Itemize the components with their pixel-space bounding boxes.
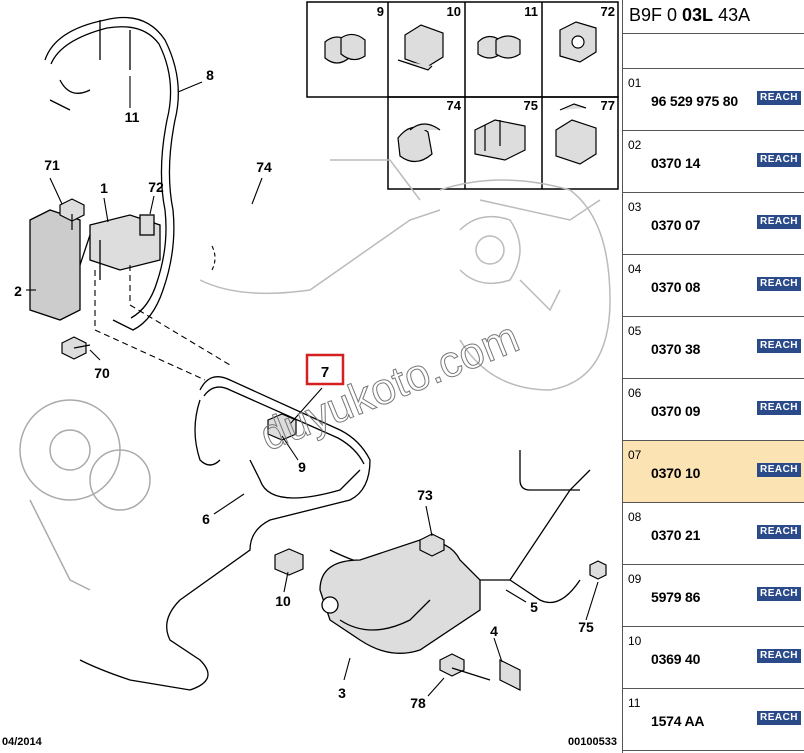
solenoid-valve-drawing <box>29 209 161 321</box>
label-73: 73 <box>417 487 433 503</box>
part-row[interactable]: 01 96 529 975 80 REACH <box>623 69 804 131</box>
diagram-date: 04/2014 <box>2 736 43 748</box>
parts-diagram: 9 10 11 72 74 75 77 <box>2 1 619 748</box>
watermark: duyukoto.com <box>253 313 525 461</box>
header-bold: 03L <box>682 5 714 25</box>
label-9-main: 9 <box>298 459 306 475</box>
label-1: 1 <box>100 180 108 196</box>
label-11-top: 11 <box>125 109 140 125</box>
label-10: 10 <box>447 4 461 19</box>
label-2: 2 <box>14 283 22 299</box>
reach-badge[interactable]: REACH <box>757 525 801 539</box>
part-index: 05 <box>628 324 642 338</box>
part-reference[interactable]: 0370 21 <box>651 527 701 543</box>
reach-badge[interactable]: REACH <box>757 649 801 663</box>
label-70: 70 <box>94 365 110 381</box>
label-72: 72 <box>601 4 615 19</box>
reach-badge[interactable]: REACH <box>757 463 801 477</box>
part-row[interactable]: 05 0370 38 REACH <box>623 317 804 379</box>
brake-servo-drawing <box>199 159 611 391</box>
label-78: 78 <box>410 695 426 711</box>
label-75: 75 <box>524 98 538 113</box>
part-index: 10 <box>628 634 642 648</box>
inset-grid <box>306 1 619 190</box>
part-row[interactable]: 08 0370 21 REACH <box>623 503 804 565</box>
reach-badge[interactable]: REACH <box>757 711 801 725</box>
parts-list: 01 96 529 975 80 REACH 02 0370 14 REACH 03 0370… <box>623 69 804 751</box>
panel-subheader <box>623 34 804 69</box>
diagram-code: 00100533 <box>568 736 617 748</box>
part-reference[interactable]: 0370 38 <box>651 341 701 357</box>
label-77: 77 <box>601 98 615 113</box>
label-71: 71 <box>44 157 60 173</box>
part-reference[interactable]: 96 529 975 80 <box>651 93 738 109</box>
parts-list-panel: B9F 0 03L 43A 01 96 529 975 80 REACH 02 0370… <box>622 0 804 753</box>
vacuum-pump-drawing <box>319 539 481 654</box>
leader-lines <box>26 76 599 697</box>
fastener-drawings <box>59 198 607 691</box>
label-5: 5 <box>530 599 538 615</box>
reach-badge[interactable]: REACH <box>757 587 801 601</box>
part-row[interactable]: 02 0370 14 REACH <box>623 131 804 193</box>
label-11: 11 <box>524 4 538 19</box>
part-index: 06 <box>628 386 642 400</box>
part-reference[interactable]: 1574 AA <box>651 713 705 729</box>
part-index: 04 <box>628 262 642 276</box>
reach-badge[interactable]: REACH <box>757 401 801 415</box>
label-74-main: 74 <box>256 159 272 175</box>
part-row[interactable]: 04 0370 08 REACH <box>623 255 804 317</box>
part-row[interactable]: 07 0370 10 REACH <box>623 441 804 503</box>
label-7: 7 <box>321 364 329 381</box>
part-index: 09 <box>628 572 642 586</box>
header-prefix: B9F 0 <box>629 5 683 25</box>
reach-badge[interactable]: REACH <box>757 153 801 167</box>
callout-7-highlight[interactable]: 7 <box>305 353 345 386</box>
part-reference[interactable]: 0370 08 <box>651 279 701 295</box>
part-index: 07 <box>628 448 642 462</box>
part-row[interactable]: 03 0370 07 REACH <box>623 193 804 255</box>
part-row[interactable]: 11 1574 AA REACH <box>623 689 804 751</box>
part-row[interactable]: 09 5979 86 REACH <box>623 565 804 627</box>
part-reference[interactable]: 0370 07 <box>651 217 701 233</box>
header-suffix: 43A <box>713 5 751 25</box>
part-reference[interactable]: 0370 09 <box>651 403 701 419</box>
label-9: 9 <box>377 4 384 19</box>
part-reference[interactable]: 0370 10 <box>651 465 701 481</box>
part-index: 08 <box>628 510 642 524</box>
turbocharger-drawing <box>19 399 151 591</box>
label-6: 6 <box>202 511 210 527</box>
inset-part-drawings <box>324 21 597 165</box>
label-8: 8 <box>206 67 214 83</box>
label-72-main: 72 <box>148 179 164 195</box>
inset-labels: 9 10 11 72 74 75 77 <box>377 4 615 113</box>
reach-badge[interactable]: REACH <box>757 91 801 105</box>
part-row[interactable]: 10 0369 40 REACH <box>623 627 804 689</box>
label-75-main: 75 <box>578 619 594 635</box>
part-index: 02 <box>628 138 642 152</box>
label-4: 4 <box>490 623 498 639</box>
part-reference[interactable]: 0370 14 <box>651 155 701 171</box>
reach-badge[interactable]: REACH <box>757 277 801 291</box>
part-index: 03 <box>628 200 642 214</box>
reach-badge[interactable]: REACH <box>757 215 801 229</box>
label-10-main: 10 <box>275 593 291 609</box>
callout-labels: 8 11 71 1 72 74 2 70 9 6 73 10 5 75 4 3 … <box>14 67 594 711</box>
label-3: 3 <box>338 685 346 701</box>
part-reference[interactable]: 5979 86 <box>651 589 701 605</box>
part-row[interactable]: 06 0370 09 REACH <box>623 379 804 441</box>
panel-header: B9F 0 03L 43A <box>623 0 804 34</box>
reach-badge[interactable]: REACH <box>757 339 801 353</box>
part-index: 01 <box>628 76 642 90</box>
part-index: 11 <box>628 696 641 710</box>
part-reference[interactable]: 0369 40 <box>651 651 701 667</box>
label-74: 74 <box>447 98 462 113</box>
